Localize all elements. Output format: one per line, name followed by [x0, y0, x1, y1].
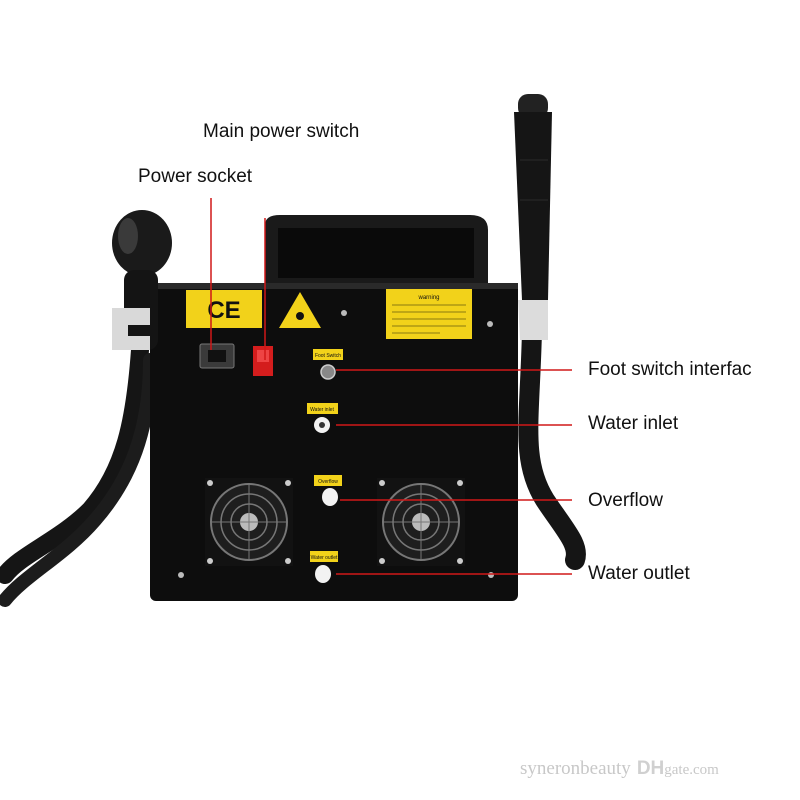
foot-switch-port: Foot Switch	[313, 349, 343, 380]
power-socket-icon	[199, 343, 235, 369]
power-switch-icon	[253, 346, 273, 376]
foot-switch-tag: Foot Switch	[315, 353, 341, 359]
device-screen	[265, 215, 488, 290]
right-handpiece-icon	[514, 94, 552, 340]
water-inlet-callout: Water inlet	[588, 413, 679, 434]
power-socket-callout: Power socket	[138, 166, 253, 187]
overflow-callout: Overflow	[588, 490, 663, 511]
overflow-tag: Overflow	[318, 479, 338, 485]
left-handpiece-hose-2	[0, 353, 157, 607]
main-power-switch-callout: Main power switch	[203, 121, 360, 142]
left-fan-icon	[205, 478, 293, 566]
callout-leader-lines	[210, 198, 572, 575]
ce-sticker: CE	[186, 290, 262, 328]
watermark-seller: syneronbeauty	[520, 758, 631, 779]
right-handpiece-hose	[518, 320, 586, 570]
svg-text:CE: CE	[207, 297, 240, 324]
foot-switch-interface-callout: Foot switch interfac	[588, 359, 752, 380]
laser-warning-icon	[279, 292, 321, 328]
water-outlet-port: Water outlet	[310, 551, 338, 583]
left-handpiece-icon	[112, 210, 172, 350]
water-inlet-tag: Water inlet	[310, 407, 334, 413]
left-handpiece-hose	[0, 341, 149, 584]
watermark-brand: DH	[636, 758, 665, 779]
overflow-port: Overflow	[314, 475, 342, 506]
right-fan-icon	[377, 478, 465, 566]
watermark-site: gate.com	[664, 762, 719, 778]
water-outlet-callout: Water outlet	[588, 563, 690, 584]
water-inlet-port: Water inlet	[307, 403, 338, 433]
warning-label: warning	[386, 289, 472, 339]
warning-label-text: warning	[417, 295, 439, 301]
water-outlet-tag: Water outlet	[311, 555, 338, 561]
